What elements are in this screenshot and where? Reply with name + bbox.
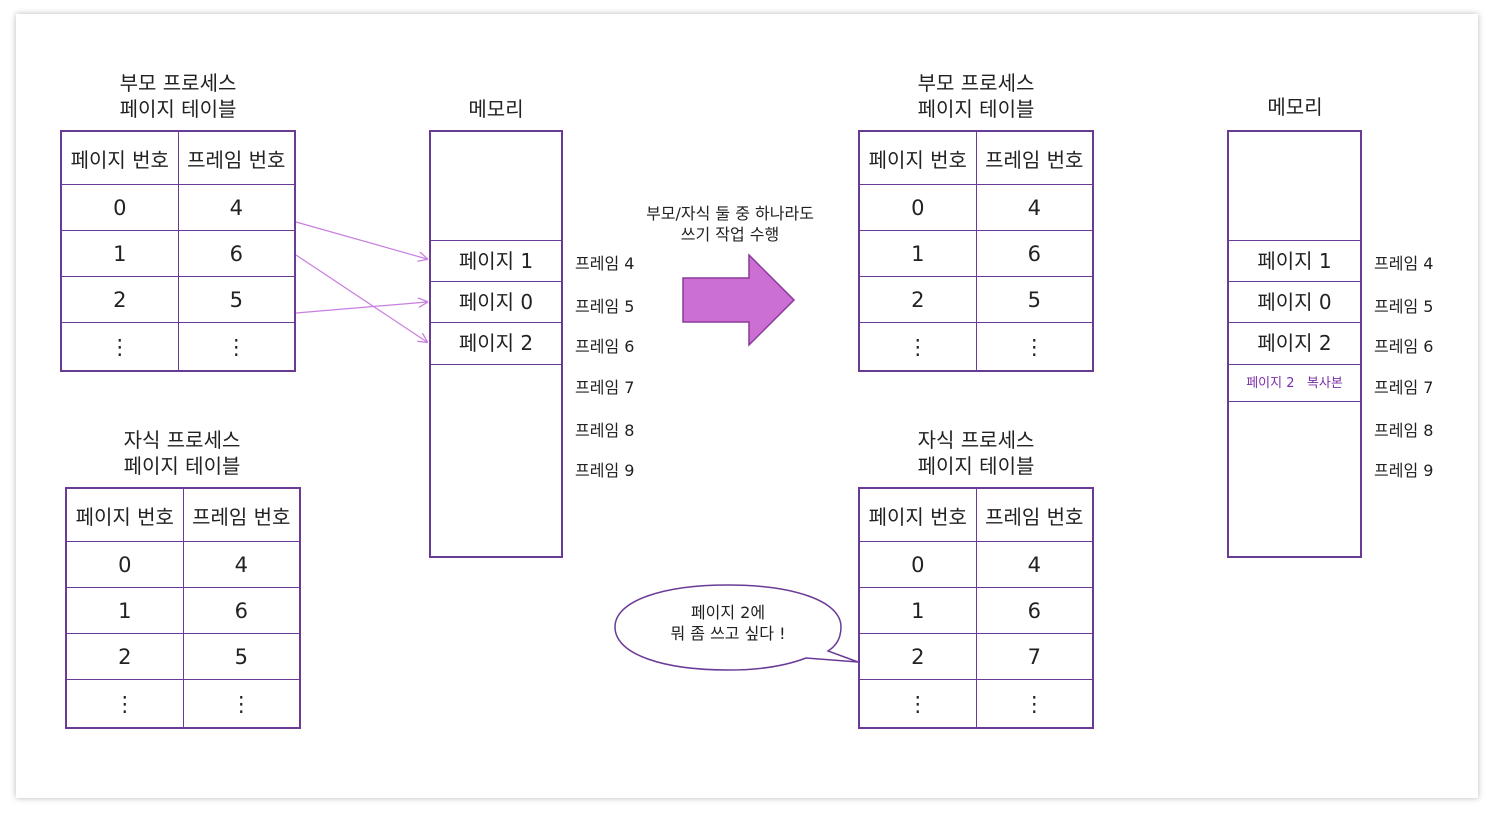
- cell-page: 2: [60, 276, 179, 323]
- arrow-caption: 부모/자식 둘 중 하나라도 쓰기 작업 수행: [600, 203, 860, 245]
- caption-line: 부모/자식 둘 중 하나라도: [646, 204, 814, 223]
- speech-text: 페이지 2에 뭐 좀 쓰고 싶다 !: [628, 602, 828, 644]
- header-frame-number: 프레임 번호: [975, 130, 1094, 185]
- frame-label: 프레임 4: [1374, 254, 1434, 273]
- header-frame-number: 프레임 번호: [182, 487, 301, 542]
- frame-label: 프레임 6: [575, 337, 635, 356]
- cell-page: ⋮: [60, 322, 179, 372]
- memory-slot: 페이지 2: [1229, 322, 1360, 364]
- memory-slot-copy: 페이지 2 복사본: [1229, 364, 1360, 402]
- memory-slot: 페이지 1: [431, 240, 561, 281]
- cell-frame: 4: [177, 184, 296, 231]
- cell-frame: 6: [182, 587, 301, 634]
- cell-page: ⋮: [858, 679, 977, 729]
- cell-page: 2: [858, 276, 977, 323]
- speech-line: 페이지 2에: [690, 603, 766, 622]
- frame-label: 프레임 6: [1374, 337, 1434, 356]
- title-line: 페이지 테이블: [123, 454, 241, 478]
- cell-frame: 5: [975, 276, 1094, 323]
- cell-frame: 6: [975, 230, 1094, 277]
- left-parent-title: 부모 프로세스 페이지 테이블: [86, 70, 270, 122]
- cell-frame: 4: [975, 184, 1094, 231]
- cell-page: ⋮: [858, 322, 977, 372]
- cell-frame: 6: [177, 230, 296, 277]
- header-page-number: 페이지 번호: [858, 130, 977, 185]
- cell-page: 2: [858, 633, 977, 680]
- speech-bubble-icon: [614, 584, 859, 671]
- cell-frame: ⋮: [975, 322, 1094, 372]
- cell-frame: ⋮: [177, 322, 296, 372]
- frame-label: 프레임 9: [575, 461, 635, 480]
- title-line: 자식 프로세스: [917, 428, 1035, 452]
- title-line: 페이지 테이블: [119, 97, 237, 121]
- cell-frame: 7: [975, 633, 1094, 680]
- memory-slot: 페이지 1: [1229, 240, 1360, 281]
- cell-frame: 6: [975, 587, 1094, 634]
- frame-label: 프레임 7: [1374, 378, 1434, 397]
- frame-label: 프레임 8: [1374, 421, 1434, 440]
- memory-divider: [431, 364, 561, 365]
- frame-label: 프레임 4: [575, 254, 635, 273]
- header-frame-number: 프레임 번호: [975, 487, 1094, 542]
- mapping-arrow: [295, 302, 427, 314]
- cell-frame: 5: [177, 276, 296, 323]
- frame-label: 프레임 5: [575, 297, 635, 316]
- header-page-number: 페이지 번호: [65, 487, 184, 542]
- cell-page: 1: [858, 230, 977, 277]
- cell-page: 1: [65, 587, 184, 634]
- left-memory-block: 페이지 1 페이지 0 페이지 2: [429, 130, 563, 558]
- cell-page: 0: [858, 184, 977, 231]
- left-memory-title: 메모리: [468, 97, 524, 121]
- title-line: 페이지 테이블: [917, 97, 1035, 121]
- memory-slot: 페이지 0: [1229, 281, 1360, 322]
- caption-line: 쓰기 작업 수행: [680, 225, 780, 244]
- cell-page: 0: [65, 541, 184, 588]
- cell-frame: 4: [975, 541, 1094, 588]
- mapping-arrow: [295, 254, 427, 342]
- cell-frame: ⋮: [975, 679, 1094, 729]
- memory-slot: 페이지 0: [431, 281, 561, 322]
- frame-label: 프레임 5: [1374, 297, 1434, 316]
- right-memory-title: 메모리: [1267, 95, 1323, 119]
- header-page-number: 페이지 번호: [858, 487, 977, 542]
- header-frame-number: 프레임 번호: [177, 130, 296, 185]
- right-memory-block: 페이지 1 페이지 0 페이지 2 페이지 2 복사본: [1227, 130, 1362, 558]
- right-child-title: 자식 프로세스 페이지 테이블: [884, 427, 1068, 479]
- left-child-title: 자식 프로세스 페이지 테이블: [90, 427, 274, 479]
- title-line: 자식 프로세스: [123, 428, 241, 452]
- cell-page: 1: [858, 587, 977, 634]
- title-line: 부모 프로세스: [917, 71, 1035, 95]
- cell-page: 0: [858, 541, 977, 588]
- cell-frame: 4: [182, 541, 301, 588]
- title-line: 부모 프로세스: [119, 71, 237, 95]
- frame-label: 프레임 9: [1374, 461, 1434, 480]
- cell-frame: ⋮: [182, 679, 301, 729]
- cell-page: 0: [60, 184, 179, 231]
- right-arrow-icon: [682, 253, 796, 347]
- right-parent-title: 부모 프로세스 페이지 테이블: [884, 70, 1068, 122]
- mapping-arrow: [295, 221, 427, 259]
- frame-label: 프레임 7: [575, 378, 635, 397]
- speech-line: 뭐 좀 쓰고 싶다 !: [670, 624, 786, 643]
- memory-slot: 페이지 2: [431, 322, 561, 364]
- cell-frame: 5: [182, 633, 301, 680]
- title-line: 페이지 테이블: [917, 454, 1035, 478]
- frame-label: 프레임 8: [575, 421, 635, 440]
